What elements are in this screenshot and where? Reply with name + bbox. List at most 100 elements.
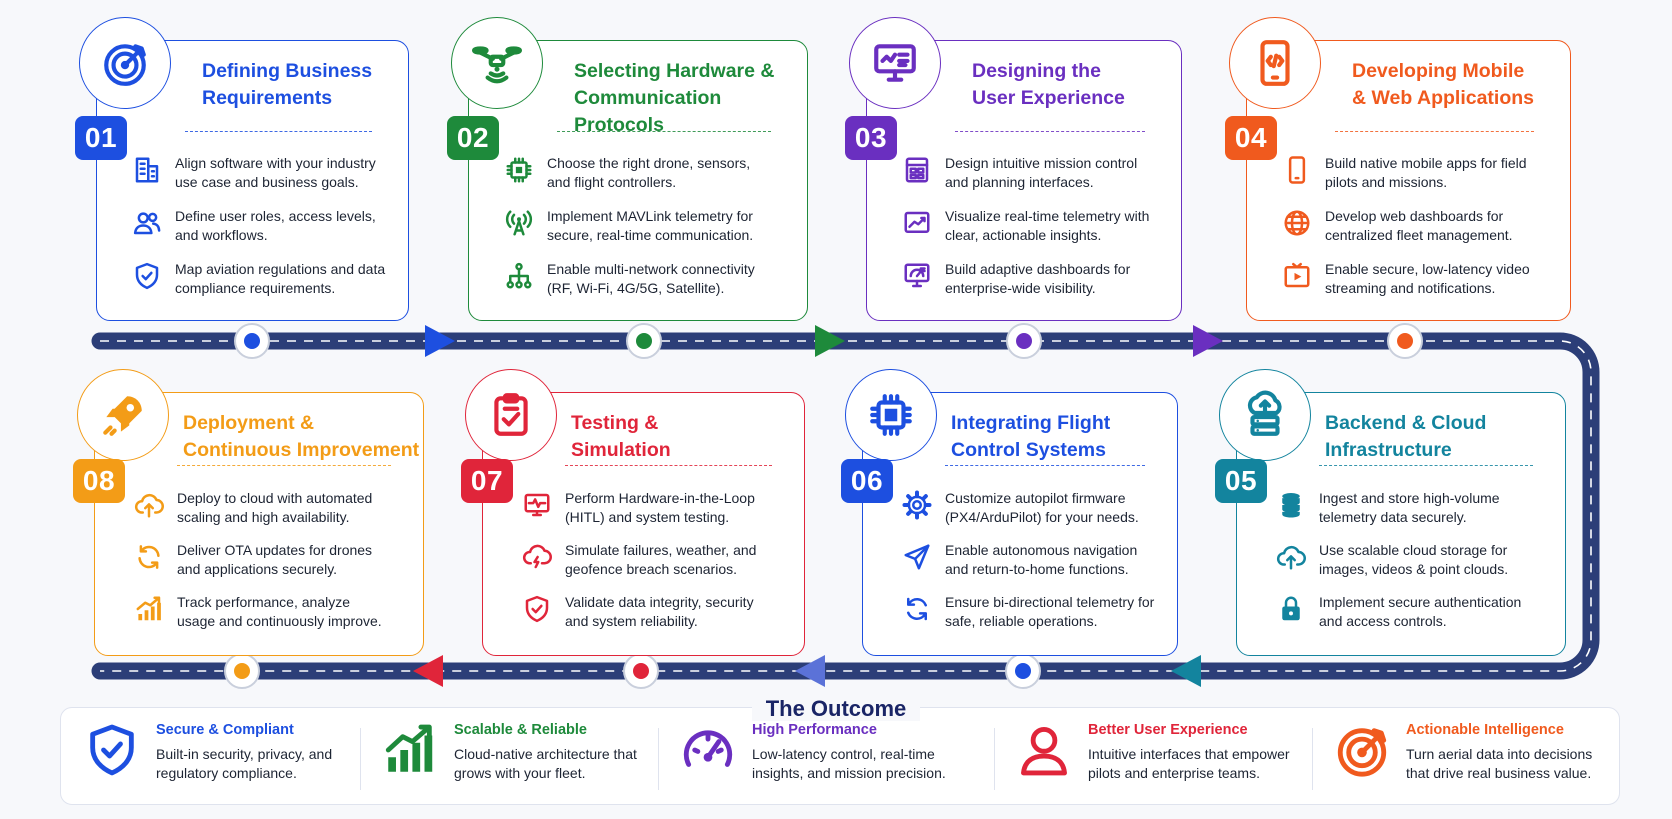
layout-icon	[905, 157, 929, 183]
clipboard-check-icon	[494, 393, 528, 436]
step-item: Use scalable cloud storage for images, v…	[1269, 541, 1533, 579]
cloud-upload-icon	[134, 493, 164, 518]
step-item-text: Customize autopilot firmware (PX4/ArduPi…	[945, 490, 1139, 525]
shield-check-icon	[525, 595, 549, 623]
step-number: 04	[1225, 116, 1277, 160]
step-05-icon-badge	[1219, 369, 1311, 461]
step-item-text: Implement MAVLink telemetry for secure, …	[547, 208, 754, 243]
outcome-item-text: Cloud-native architecture that grows wit…	[454, 746, 637, 781]
step-item: Perform Hardware-in-the-Loop (HITL) and …	[515, 489, 779, 527]
step-item: Deliver OTA updates for drones and appli…	[127, 541, 391, 579]
step-item-text: Develop web dashboards for centralized f…	[1325, 208, 1513, 243]
direction-arrow	[1171, 655, 1201, 687]
outcome-item-title: Actionable Intelligence	[1406, 722, 1564, 738]
step-item: Track performance, analyze usage and con…	[127, 593, 391, 631]
step-04-icon-badge	[1229, 17, 1321, 109]
step-divider	[945, 465, 1145, 466]
step-08-icon-badge	[77, 369, 169, 461]
milestone-dot	[1006, 323, 1042, 359]
antenna-icon	[505, 210, 533, 236]
milestone-dot	[224, 653, 260, 689]
milestone-dot	[1387, 323, 1423, 359]
step-divider	[185, 131, 372, 132]
outcome-divider	[360, 728, 361, 790]
step-item-text: Implement secure authentication and acce…	[1319, 594, 1522, 629]
step-item: Enable secure, low-latency video streami…	[1275, 260, 1539, 298]
step-item: Build native mobile apps for field pilot…	[1275, 154, 1539, 192]
outcome-item: Scalable & Reliable Cloud-native archite…	[378, 718, 664, 796]
step-item-text: Design intuitive mission control and pla…	[945, 155, 1138, 190]
outcome-divider	[1312, 728, 1313, 790]
cloud-upload-icon	[1276, 545, 1306, 570]
step-title: Defining Business Requirements	[202, 60, 373, 109]
direction-arrow	[1193, 325, 1223, 357]
step-item: Ensure bi-directional telemetry for safe…	[895, 593, 1159, 631]
direction-arrow	[815, 325, 845, 357]
chart-icon	[904, 211, 930, 233]
outcome-item-title: Better User Experience	[1088, 722, 1248, 738]
outcome-item: High Performance Low-latency control, re…	[676, 718, 962, 796]
step-title: Testing & Simulation	[571, 412, 671, 461]
step-item-text: Track performance, analyze usage and con…	[177, 594, 382, 629]
outcome-divider	[994, 728, 995, 790]
speedometer-icon	[683, 730, 733, 767]
storm-cloud-icon	[522, 544, 552, 569]
outcome-icon	[378, 718, 442, 782]
gear-icon	[902, 490, 932, 520]
step-item-text: Build native mobile apps for field pilot…	[1325, 155, 1527, 190]
step-01-icon-badge	[79, 17, 171, 109]
sync-icon	[907, 597, 927, 621]
milestone-dot	[623, 653, 659, 689]
step-07-icon-badge	[465, 369, 557, 461]
step-divider	[177, 465, 391, 466]
outcome-item: Better User Experience Intuitive interfa…	[1012, 718, 1298, 796]
step-number: 06	[841, 459, 893, 503]
outcome-icon	[1330, 718, 1394, 782]
outcome-divider	[658, 728, 659, 790]
monitor-icon	[874, 44, 916, 82]
step-item: Define user roles, access levels, and wo…	[125, 207, 389, 245]
step-item: Simulate failures, weather, and geofence…	[515, 541, 779, 579]
users-icon	[133, 212, 161, 235]
step-06-icon-badge	[845, 369, 937, 461]
direction-arrow	[425, 325, 455, 357]
step-item: Visualize real-time telemetry with clear…	[895, 207, 1159, 245]
step-item-text: Enable autonomous navigation and return-…	[945, 542, 1138, 577]
step-title: Backend & Cloud Infrastructure	[1325, 412, 1487, 461]
step-item-text: Perform Hardware-in-the-Loop (HITL) and …	[565, 490, 755, 525]
growth-chart-icon	[136, 596, 161, 621]
step-item: Enable autonomous navigation and return-…	[895, 541, 1159, 579]
step-03-icon-badge	[849, 17, 941, 109]
outcome-item-text: Built-in security, privacy, and regulato…	[156, 746, 333, 781]
milestone-dot	[626, 323, 662, 359]
shield-check-icon	[90, 724, 134, 776]
building-icon	[135, 157, 159, 183]
step-item-text: Define user roles, access levels, and wo…	[175, 208, 376, 243]
step-item: Implement MAVLink telemetry for secure, …	[497, 207, 761, 245]
monitor-pulse-icon	[524, 493, 550, 517]
step-item-text: Deliver OTA updates for drones and appli…	[177, 542, 373, 577]
smartphone-code-icon	[1260, 40, 1290, 86]
network-icon	[506, 262, 532, 289]
outcome-item-text: Turn aerial data into decisions that dri…	[1406, 746, 1593, 781]
step-item: Map aviation regulations and data compli…	[125, 260, 389, 298]
step-item: Align software with your industry use ca…	[125, 154, 389, 192]
step-02-icon-badge	[451, 17, 543, 109]
milestone-dot	[1005, 653, 1041, 689]
direction-arrow	[795, 655, 825, 687]
step-item-text: Validate data integrity, security and sy…	[565, 594, 754, 629]
step-item: Develop web dashboards for centralized f…	[1275, 207, 1539, 245]
step-divider	[565, 465, 772, 466]
navigation-icon	[904, 544, 930, 570]
step-item-text: Align software with your industry use ca…	[175, 155, 376, 190]
outcome-item: Actionable Intelligence Turn aerial data…	[1330, 718, 1616, 796]
step-item-text: Use scalable cloud storage for images, v…	[1319, 542, 1509, 577]
step-divider	[955, 131, 1145, 132]
